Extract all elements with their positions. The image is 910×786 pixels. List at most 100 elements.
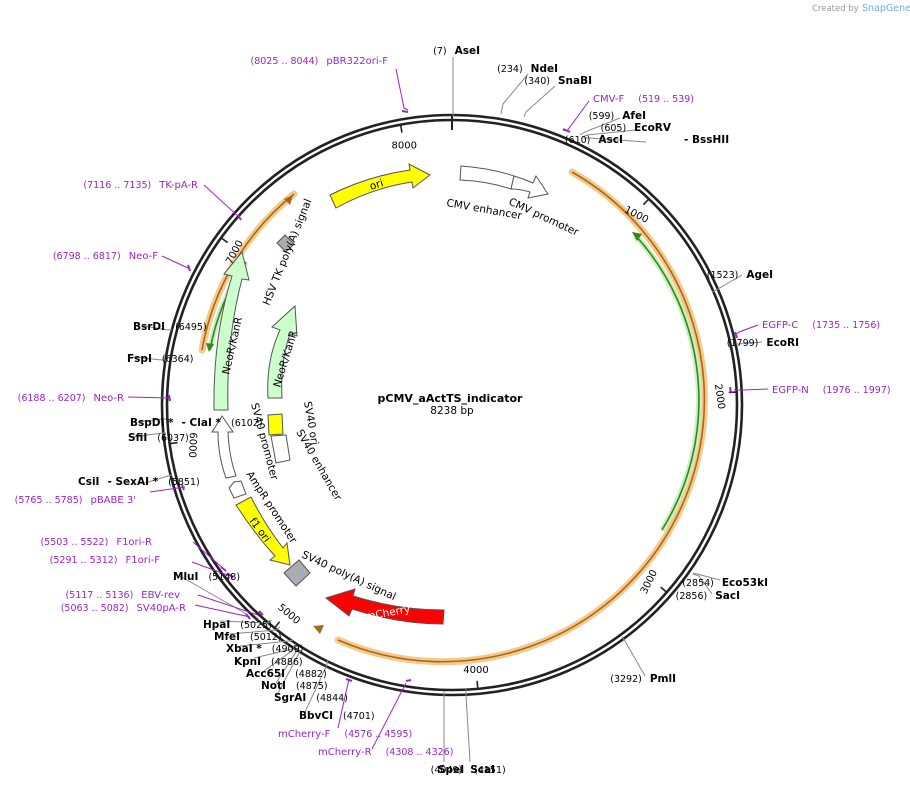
enzyme-position: (6495) <box>175 322 207 333</box>
primer-range: (7116 .. 7135) <box>83 180 151 191</box>
enzyme-site-ecori[interactable]: EcoRI(1799) <box>727 337 799 349</box>
enzyme-site-asei[interactable]: AseI(7) <box>433 45 480 57</box>
enzyme-site-afei[interactable]: AfeI (599) <box>589 110 646 122</box>
enzyme-name: AscI <box>598 134 623 146</box>
tick-mark-6000 <box>169 441 178 445</box>
primer-range: (4308 .. 4326) <box>386 747 454 758</box>
primer-neo-f[interactable]: Neo-F(6798 .. 6817) <box>53 251 158 262</box>
enzyme-position: (610) <box>565 135 591 146</box>
enzyme-position: (4844) <box>316 693 348 704</box>
enzyme-site-agei[interactable]: AgeI(1523) <box>707 269 773 281</box>
enzyme-position: (5012) <box>250 632 282 643</box>
green-arc-left-arrowhead <box>206 343 214 352</box>
enzyme-site-ndei[interactable]: NdeI(234) <box>497 63 558 75</box>
enzyme-site-scai[interactable]: ScaI(4049) <box>431 764 495 776</box>
primer-neo-r[interactable]: Neo-R (6188 .. 6207) <box>18 393 124 404</box>
enzyme-position: (6364) <box>162 354 194 365</box>
enzyme-name: AseI <box>455 45 480 57</box>
feature-f1-ori <box>235 496 291 566</box>
primer-leaders <box>127 68 769 750</box>
primer-name: F1ori-F <box>126 555 161 566</box>
primer-marks <box>168 110 738 682</box>
primer-pbabe-3[interactable]: pBABE 3'(5765 .. 5785) <box>15 495 136 506</box>
enzyme-site-hpai[interactable]: HpaI (5025) <box>203 619 272 631</box>
enzyme-name-secondary: - ClaI * <box>182 417 222 429</box>
primer-range: (6188 .. 6207) <box>18 393 86 404</box>
enzyme-site-ecorv[interactable]: EcoRV(605) <box>601 122 672 134</box>
primer-name: pBABE 3' <box>90 495 136 506</box>
primer-name: mCherry-R <box>318 747 372 758</box>
enzyme-site-spei[interactable]: SpeI(4151) <box>438 764 506 776</box>
enzyme-site-mfei[interactable]: MfeI(5012) <box>214 631 282 643</box>
enzyme-name-secondary: - SexAI * <box>107 476 158 488</box>
enzyme-site-bbvci[interactable]: BbvCI(4701) <box>299 710 375 722</box>
feature-sv40-ori <box>267 413 284 436</box>
enzyme-position: (4875) <box>296 681 328 692</box>
enzyme-name: XbaI * <box>226 643 262 655</box>
enzyme-name: EcoRI <box>766 337 799 349</box>
enzyme-site-bsrdi[interactable]: BsrDI(6495) <box>133 321 207 333</box>
primer-mcherry-f[interactable]: mCherry-F(4576 .. 4595) <box>278 729 412 740</box>
primer-ebv-rev[interactable]: EBV-rev(5117 .. 5136) <box>65 590 180 601</box>
feature-ori-label: ori <box>368 177 385 193</box>
enzyme-site-eco53ki[interactable]: Eco53kI(2854) <box>682 577 768 589</box>
feature-cmv-promoter <box>510 174 549 199</box>
enzyme-site-asci[interactable]: AscI- BssHII(610) <box>565 134 729 146</box>
primer-range: (5291 .. 5312) <box>50 555 118 566</box>
enzyme-site-xbai[interactable]: XbaI *(4909) <box>226 643 303 655</box>
watermark-created-by: Created by <box>812 4 859 14</box>
enzyme-site-fspi[interactable]: FspI(6364) <box>127 353 193 365</box>
primer-cmv-f[interactable]: CMV-F(519 .. 539) <box>593 94 694 105</box>
enzyme-site-bspdi[interactable]: BspDI *- ClaI *(6102) <box>130 417 263 429</box>
leader-lines <box>131 57 763 763</box>
enzyme-position: (599) <box>589 111 615 122</box>
primer-name: SV40pA-R <box>137 603 186 614</box>
primer-f1ori-r[interactable]: F1ori-R(5503 .. 5522) <box>40 537 152 548</box>
tick-mark-8000 <box>399 124 403 133</box>
enzyme-name: AfeI <box>622 110 646 122</box>
enzyme-position: (6037) <box>157 433 189 444</box>
enzyme-site-snabi[interactable]: SnaBI(340) <box>524 75 592 87</box>
primer-name: mCherry-F <box>278 729 331 740</box>
enzyme-site-sfii[interactable]: SfiI (6037) <box>128 432 189 444</box>
enzyme-site-pmli[interactable]: PmlI(3292) <box>610 673 676 685</box>
primer-egfp-n[interactable]: EGFP-N(1976 .. 1997) <box>772 385 891 396</box>
enzyme-site-mlui[interactable]: MluI(5148) <box>173 571 240 583</box>
plasmid-title: pCMV_aActTS_indicator 8238 bp <box>378 392 524 417</box>
enzyme-site-noti[interactable]: NotI(4875) <box>261 680 328 692</box>
primer-range: (5117 .. 5136) <box>65 590 133 601</box>
enzyme-name: SfiI <box>128 432 147 444</box>
primer-tk-pa-r[interactable]: TK-pA-R (7116 .. 7135) <box>83 180 198 191</box>
primer-mcherry-r[interactable]: mCherry-R (4308 .. 4326) <box>318 747 453 758</box>
feature-neor-kanr-inner <box>267 304 298 399</box>
primer-sv40pa-r[interactable]: SV40pA-R(5063 .. 5082) <box>61 603 186 614</box>
enzyme-position: (4882) <box>295 669 327 680</box>
primer-sites: pBR322ori-F(8025 .. 8044) CMV-F(519 .. 53… <box>15 56 891 758</box>
enzyme-site-csii[interactable]: CsiI- SexAI *(5851) <box>78 476 200 488</box>
enzyme-position: (4049) <box>431 765 463 776</box>
enzyme-site-acc65i[interactable]: Acc65I(4882) <box>246 668 327 680</box>
enzyme-site-kpni[interactable]: KpnI(4886) <box>234 656 303 668</box>
primer-pbr322ori-f[interactable]: pBR322ori-F(8025 .. 8044) <box>251 56 389 67</box>
feature-mcherry <box>324 588 445 625</box>
primer-name: TK-pA-R <box>158 180 198 191</box>
tick-mark-4000 <box>476 680 479 689</box>
primer-f1ori-f[interactable]: F1ori-F (5291 .. 5312) <box>50 555 161 566</box>
tick-label-6000: 6000 <box>186 432 198 458</box>
enzyme-site-sgrai[interactable]: SgrAI(4844) <box>274 692 348 704</box>
enzyme-name: SacI <box>715 590 740 602</box>
watermark-brand: SnapGene <box>862 3 910 14</box>
enzyme-site-saci[interactable]: SacI(2856) <box>676 590 740 602</box>
feature-neor-kanr-outer <box>213 250 250 411</box>
primer-name: Neo-F <box>129 251 159 262</box>
enzyme-name: HpaI <box>203 619 230 631</box>
enzyme-name: BbvCI <box>299 710 333 722</box>
primer-range: (5503 .. 5522) <box>40 537 108 548</box>
primer-name: pBR322ori-F <box>326 56 388 67</box>
enzyme-name: MluI <box>173 571 198 583</box>
primer-egfp-c[interactable]: EGFP-C(1735 .. 1756) <box>762 320 880 331</box>
green-arc-right <box>635 235 700 531</box>
enzyme-position: (5025) <box>240 620 272 631</box>
tick-label-8000: 8000 <box>391 140 416 151</box>
primer-name: Neo-R <box>94 393 125 404</box>
